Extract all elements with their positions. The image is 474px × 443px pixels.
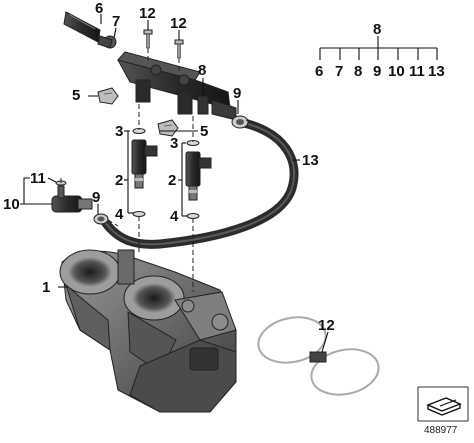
intake-clamps bbox=[257, 316, 380, 396]
label-8: 8 bbox=[198, 62, 206, 79]
label-10: 10 bbox=[3, 196, 20, 213]
tree-child-11: 11 bbox=[409, 63, 425, 80]
label-3-right: 3 bbox=[170, 135, 178, 152]
label-7: 7 bbox=[112, 13, 120, 30]
injector-left bbox=[131, 128, 158, 217]
tree-root-label: 8 bbox=[373, 21, 381, 38]
label-6: 6 bbox=[95, 0, 103, 17]
pressure-hose-end bbox=[63, 11, 117, 49]
label-2-left: 2 bbox=[115, 172, 123, 189]
label-11: 11 bbox=[30, 170, 46, 187]
assembly-lines bbox=[60, 48, 259, 292]
tree-child-9: 9 bbox=[373, 63, 381, 80]
clip-left bbox=[97, 87, 119, 105]
label-12-left: 12 bbox=[139, 5, 156, 22]
callout-numbers: 6 7 12 12 8 5 9 3 5 3 13 2 2 11 10 9 4 4… bbox=[3, 0, 445, 334]
tree-child-7: 7 bbox=[335, 63, 343, 80]
label-4-left: 4 bbox=[115, 206, 124, 223]
leader-lines bbox=[20, 14, 329, 353]
label-3-left: 3 bbox=[115, 123, 123, 140]
label-5-right: 5 bbox=[200, 123, 208, 140]
throttle-body bbox=[59, 249, 237, 413]
label-12-clamps: 12 bbox=[318, 317, 335, 334]
injector-right bbox=[185, 140, 212, 219]
part-set-tree bbox=[319, 36, 438, 60]
label-9-upper: 9 bbox=[233, 85, 241, 102]
fuel-rail bbox=[117, 51, 237, 121]
tree-child-10: 10 bbox=[388, 63, 405, 80]
hose-clamp-upper bbox=[231, 115, 249, 129]
diagram-id: 488977 bbox=[424, 425, 458, 436]
reference-box-icon bbox=[417, 386, 469, 422]
hose-clamp-lower bbox=[93, 213, 109, 225]
label-2-right: 2 bbox=[168, 172, 176, 189]
tree-child-8: 8 bbox=[354, 63, 362, 80]
temperature-sensor bbox=[51, 180, 93, 213]
tree-child-13: 13 bbox=[428, 63, 445, 80]
screw-right bbox=[174, 39, 184, 59]
label-13: 13 bbox=[302, 152, 319, 169]
tree-child-6: 6 bbox=[315, 63, 323, 80]
label-4-right: 4 bbox=[170, 208, 179, 225]
label-1: 1 bbox=[42, 279, 50, 296]
label-12-right: 12 bbox=[170, 15, 187, 32]
screw-left bbox=[143, 29, 153, 49]
clip-right bbox=[157, 119, 179, 137]
label-5-left: 5 bbox=[72, 87, 80, 104]
label-9-lower: 9 bbox=[92, 189, 100, 206]
